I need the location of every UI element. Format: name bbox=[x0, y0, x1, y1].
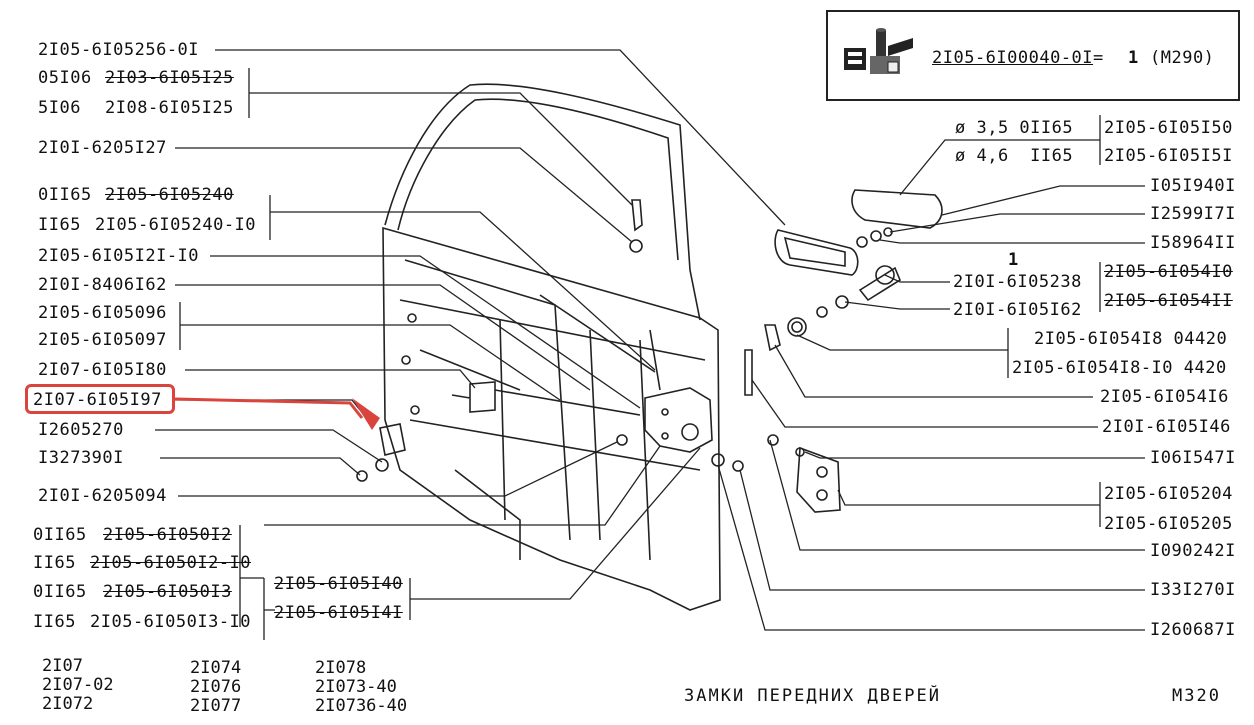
part-label: I06I547I bbox=[1150, 448, 1236, 468]
part-label: 2I05-6I05204 bbox=[1104, 484, 1233, 504]
model-item: 2I073-40 bbox=[315, 677, 397, 697]
part-label: 2I05-6I05240 bbox=[105, 185, 234, 205]
bracket bbox=[379, 423, 406, 456]
door-panel bbox=[382, 226, 721, 611]
part-label: 2I05-6I05097 bbox=[38, 330, 167, 350]
part-label: 2I05-6I05I5I bbox=[1104, 146, 1233, 166]
part-label: 2I05-6I050I2 bbox=[103, 525, 232, 545]
part-label: II65 bbox=[33, 553, 76, 573]
part-label: 2I05-6I050I2-I0 bbox=[90, 553, 252, 573]
part-label: 2I0I-6I05238 bbox=[953, 272, 1082, 292]
part-label: 2I08-6I05I25 bbox=[105, 98, 234, 118]
part-label: II65 bbox=[33, 612, 76, 632]
model-item: 2I078 bbox=[315, 658, 367, 678]
part-label: 2I05-6I05I4I bbox=[274, 603, 403, 623]
part-label: I33I270I bbox=[1150, 580, 1236, 600]
lock-cylinder bbox=[858, 266, 901, 302]
model-list: 2I078 2I073-40 2I0736-40 bbox=[315, 659, 407, 716]
part-label: 0II65 bbox=[38, 185, 92, 205]
part-label: 2I05-6I05I40 bbox=[274, 574, 403, 594]
model-list: 2I07 2I07-02 2I072 bbox=[42, 657, 114, 714]
part-label: 2I0I-6I05I62 bbox=[953, 300, 1082, 320]
parts-kit-icon bbox=[844, 28, 913, 74]
part-label: 2I0I-6205094 bbox=[38, 486, 167, 506]
diagram-title: ЗАМКИ ПЕРЕДНИХ ДВЕРЕЙ bbox=[684, 686, 941, 706]
part-label: 2I07-6I05I80 bbox=[38, 360, 167, 380]
part-label: 2I05-6I05I2I-I0 bbox=[38, 246, 200, 266]
part-label: 2I05-6I054I8 04420 bbox=[1034, 329, 1228, 349]
part-label: 2I05-6I054II bbox=[1104, 291, 1233, 311]
part-label: 2I05-6I05I50 bbox=[1104, 118, 1233, 138]
part-label: ø 4,6 II65 bbox=[955, 146, 1074, 166]
part-label: 2I05-6I054I6 bbox=[1100, 387, 1229, 407]
part-label: 2I05-6I050I3-I0 bbox=[90, 612, 252, 632]
part-label: 2I05-6I050I3 bbox=[103, 582, 232, 602]
kit-quantity: 1 bbox=[1128, 48, 1139, 68]
part-label: 2I0I-6205I27 bbox=[38, 138, 167, 158]
kit-box: 2I05-6I00040-0I = 1 (M290) bbox=[826, 10, 1240, 101]
kit-part-number: 2I05-6I00040-0I bbox=[932, 48, 1094, 68]
lock-mechanism bbox=[644, 387, 713, 453]
outer-handle bbox=[851, 189, 943, 229]
part-label: I327390I bbox=[38, 448, 124, 468]
window-frame bbox=[384, 83, 701, 321]
model-item: 2I074 bbox=[190, 658, 242, 678]
part-label: 2I03-6I05I25 bbox=[105, 68, 234, 88]
callout-number: 1 bbox=[1008, 250, 1019, 270]
part-label: 05I06 bbox=[38, 68, 92, 88]
part-label: 2I05-6I05240-I0 bbox=[95, 215, 257, 235]
part-label: ø 3,5 0II65 bbox=[955, 118, 1074, 138]
model-item: 2I07-02 bbox=[42, 675, 114, 695]
model-item: 2I072 bbox=[42, 694, 94, 714]
seal bbox=[774, 229, 859, 276]
part-label: 5I06 bbox=[38, 98, 81, 118]
part-label: 0II65 bbox=[33, 525, 87, 545]
part-label: 2I05-6I054I8-I0 4420 bbox=[1012, 358, 1227, 378]
model-item: 2I076 bbox=[190, 677, 242, 697]
part-label: 2I05-6I05256-0I bbox=[38, 40, 200, 60]
kit-ref: (M290) bbox=[1150, 48, 1215, 68]
part-label: 2I05-6I05096 bbox=[38, 303, 167, 323]
highlighted-part-label: 2I07-6I05I97 bbox=[33, 390, 162, 410]
part-label: II65 bbox=[38, 215, 81, 235]
part-label: I05I940I bbox=[1150, 176, 1236, 196]
highlight-box bbox=[25, 384, 175, 414]
part-label: I2605270 bbox=[38, 420, 124, 440]
model-list: 2I074 2I076 2I077 bbox=[190, 659, 241, 716]
part-label: I58964II bbox=[1150, 233, 1236, 253]
part-label: 2I05-6I05205 bbox=[1104, 514, 1233, 534]
part-label: I090242I bbox=[1150, 541, 1236, 561]
part-label: 2I0I-6I05I46 bbox=[1102, 417, 1231, 437]
model-item: 2I077 bbox=[190, 696, 242, 716]
page-code: M320 bbox=[1172, 686, 1221, 706]
part-label: I260687I bbox=[1150, 620, 1236, 640]
part-label: 2I0I-8406I62 bbox=[38, 275, 167, 295]
striker-plate bbox=[796, 446, 841, 513]
model-item: 2I0736-40 bbox=[315, 696, 408, 716]
part-label: 0II65 bbox=[33, 582, 87, 602]
model-item: 2I07 bbox=[42, 656, 83, 676]
part-label: I2599I7I bbox=[1150, 204, 1236, 224]
part-label: 2I05-6I054I0 bbox=[1104, 262, 1233, 282]
